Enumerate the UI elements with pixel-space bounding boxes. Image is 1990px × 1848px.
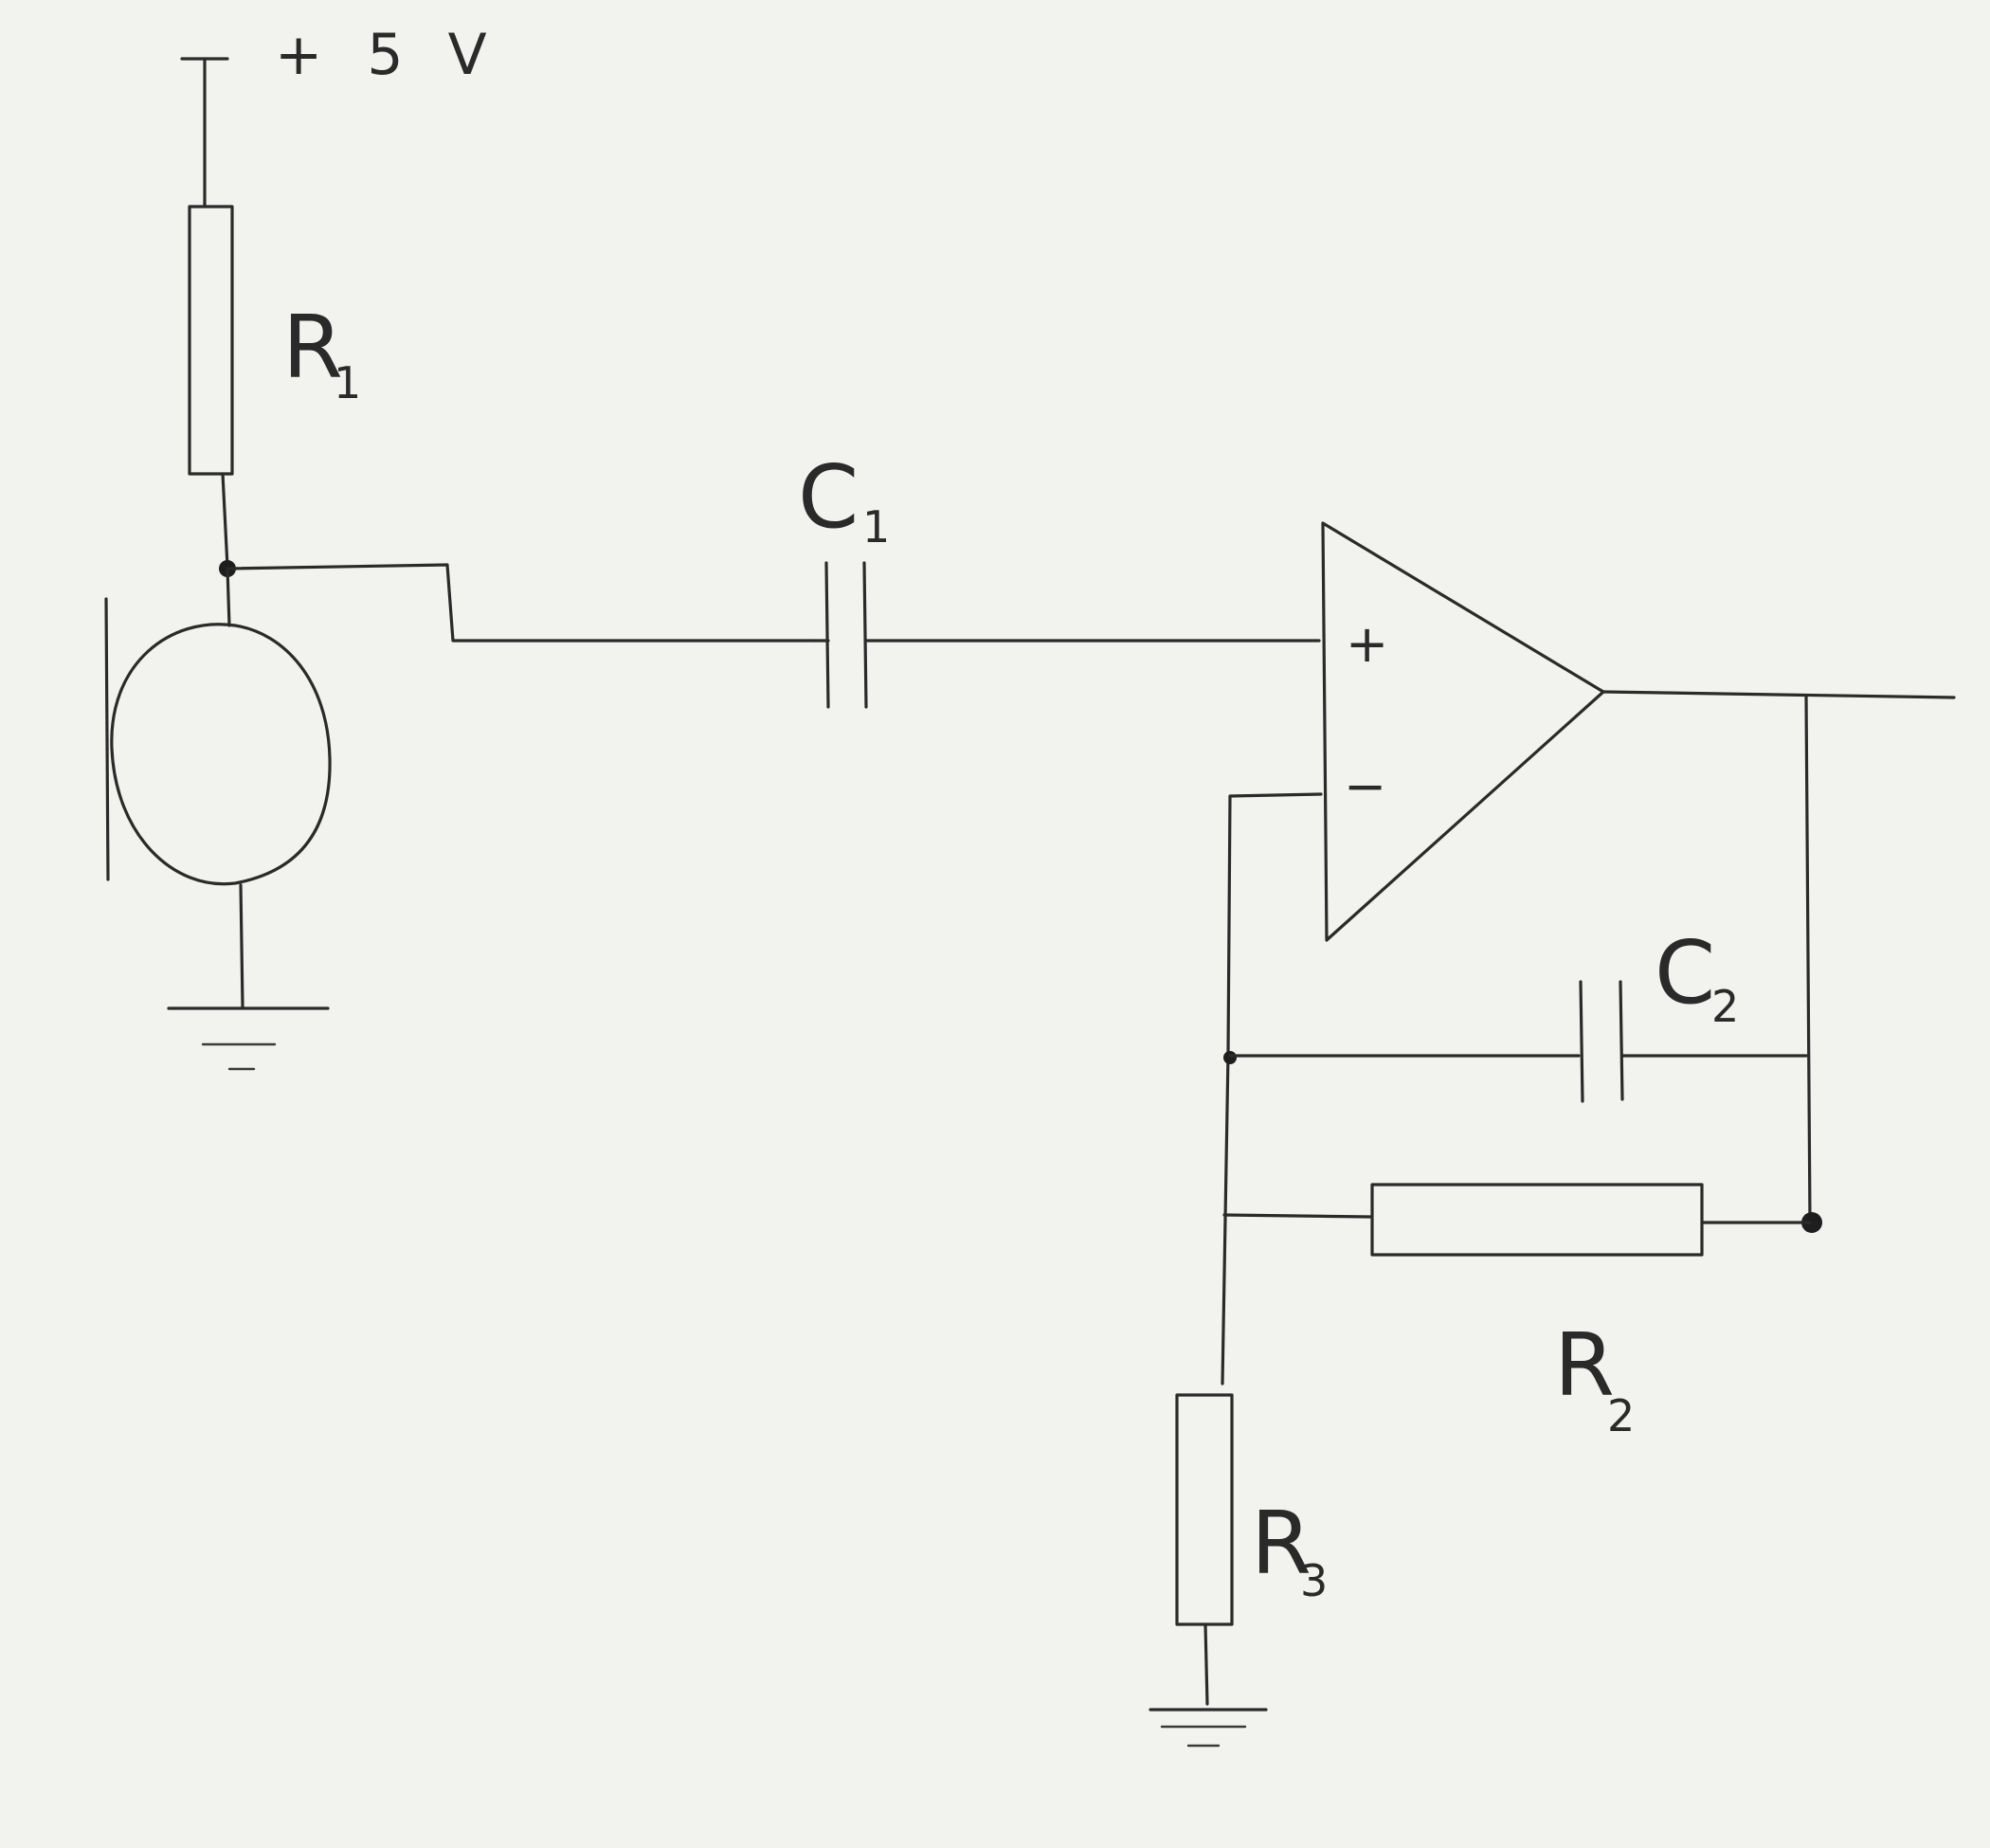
opamp-triangle	[1321, 521, 1605, 942]
supply-terminal	[180, 57, 229, 208]
capacitor-c2	[1579, 980, 1624, 1103]
wire-r3-ground	[1203, 1622, 1209, 1706]
label-r2-index: 2	[1607, 1390, 1635, 1441]
resistor-r2	[1370, 1183, 1704, 1257]
opamp-minus-sign: −	[1344, 756, 1386, 816]
wire-feedback-left	[1221, 792, 1323, 1386]
wire-feedback-right	[1804, 694, 1812, 1224]
wire-r2-left	[1222, 1213, 1372, 1219]
label-r3-index: 3	[1300, 1555, 1328, 1606]
label-c1-index: 1	[862, 501, 890, 553]
supply-label: + 5 V	[275, 22, 500, 88]
label-r1: R 1	[282, 297, 361, 408]
capacitor-c1	[813, 561, 868, 709]
label-r3-letter: R	[1251, 1493, 1312, 1594]
opamp-plus-sign: +	[1346, 614, 1388, 674]
label-c1-letter: C	[798, 446, 859, 548]
wire-output	[1601, 690, 1956, 699]
label-r1-letter: R	[282, 297, 343, 398]
microphone-symbol	[104, 567, 332, 1008]
label-c2-index: 2	[1711, 981, 1739, 1032]
wire-r1-junction	[221, 472, 229, 569]
label-c1: C 1	[798, 446, 890, 553]
label-c2: C 2	[1655, 922, 1739, 1032]
resistor-r1	[188, 205, 234, 476]
label-r2: R 2	[1554, 1314, 1635, 1441]
label-r1-index: 1	[334, 357, 361, 408]
resistor-r3	[1175, 1393, 1234, 1626]
ground-symbol-r3	[1149, 1708, 1268, 1748]
junction-node-minus	[1223, 1051, 1237, 1064]
label-r3: R 3	[1251, 1493, 1328, 1606]
microphone-capsule	[110, 623, 332, 886]
label-r2-letter: R	[1554, 1314, 1615, 1416]
junction-node-output	[1801, 1212, 1822, 1233]
ground-symbol-mic	[167, 1006, 330, 1071]
wire-mic-c1	[226, 563, 817, 643]
label-c2-letter: C	[1655, 922, 1715, 1024]
